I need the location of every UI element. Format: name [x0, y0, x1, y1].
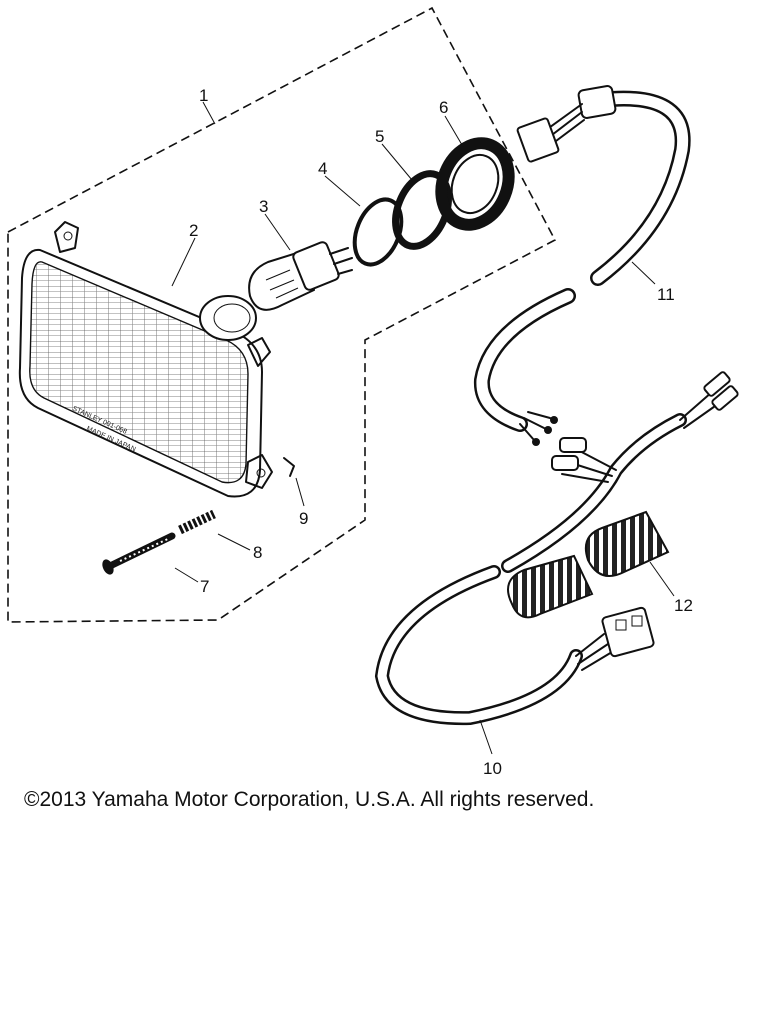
bulb-cover [435, 137, 515, 231]
part-label-7: 7 [200, 577, 209, 596]
bulb [248, 241, 353, 311]
part-label-8: 8 [253, 543, 262, 562]
part-label-9: 9 [299, 509, 308, 528]
part-label-12: 12 [674, 596, 693, 615]
parts-diagram: STANLEY 001-068 MADE IN JAPAN [7, 6, 739, 778]
copyright-notice: ©2013 Yamaha Motor Corporation, U.S.A. A… [24, 788, 595, 811]
part-label-5: 5 [375, 127, 384, 146]
part-label-11: 11 [657, 285, 675, 304]
spring [178, 509, 216, 535]
part-label-4: 4 [318, 159, 327, 178]
part-label-2: 2 [189, 221, 198, 240]
nut [283, 457, 295, 477]
part-label-10: 10 [483, 759, 502, 778]
headlight-unit [18, 221, 273, 498]
part-label-1: 1 [199, 86, 208, 105]
grips [507, 510, 670, 619]
lower-harness [374, 371, 739, 726]
leader-lines [171, 101, 675, 755]
part-label-6: 6 [439, 98, 448, 117]
part-label-3: 3 [259, 197, 268, 216]
adjusting-screw [102, 532, 176, 575]
upper-harness [473, 85, 691, 446]
assembly-boundary [7, 6, 557, 623]
